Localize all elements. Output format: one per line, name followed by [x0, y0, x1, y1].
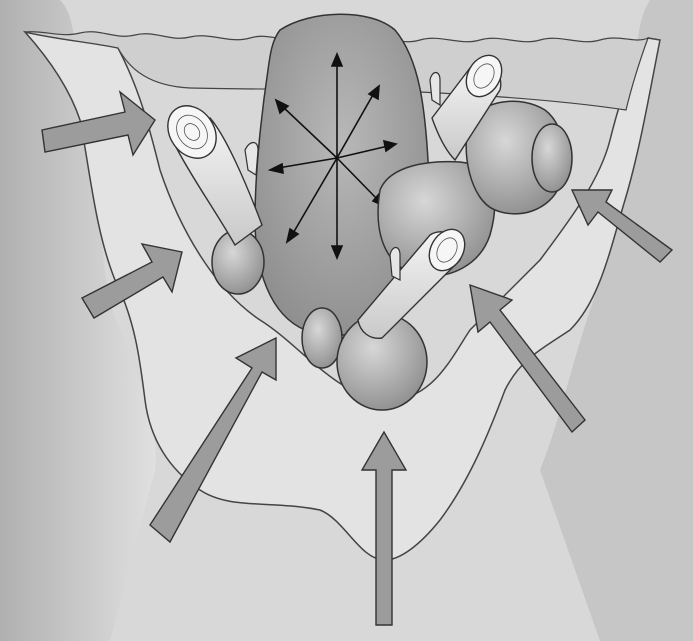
- boulder-lower-left: [302, 308, 342, 368]
- boulder-far-right: [532, 124, 572, 192]
